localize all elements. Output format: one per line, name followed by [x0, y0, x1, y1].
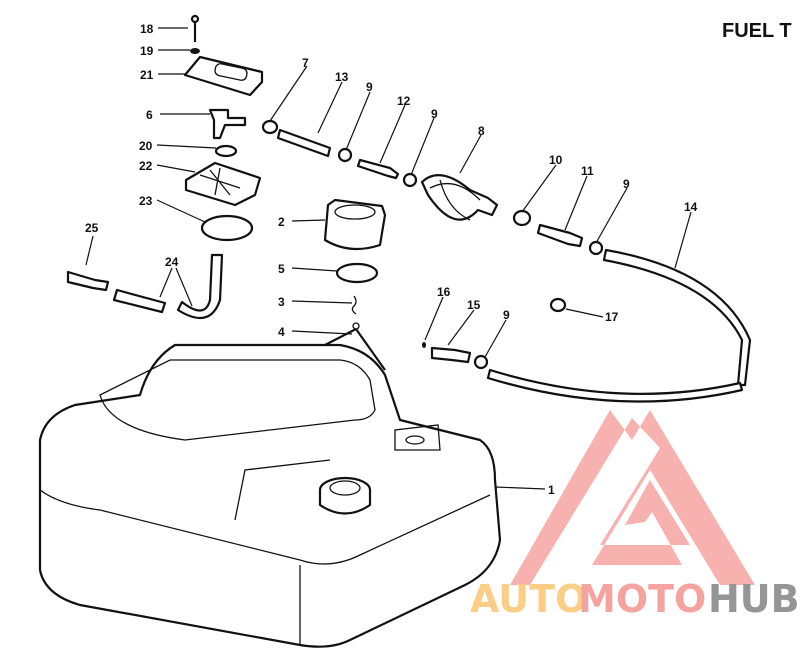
callout-9: 9: [431, 107, 438, 121]
callout-5: 5: [278, 262, 285, 276]
callout-17: 17: [605, 310, 619, 324]
diagram-title: FUEL T: [722, 20, 792, 42]
callout-18: 18: [140, 22, 154, 36]
parts: [66, 14, 752, 403]
part-1-fuel-tank: [38, 343, 502, 648]
callout-4: 4: [278, 325, 285, 339]
callout-8: 8: [478, 124, 485, 138]
callouts: 18 19 21 6 20 22 23 25 24 2 5 3 4 7 13 9…: [85, 22, 698, 497]
callout-1: 1: [548, 483, 555, 497]
callout-16: 16: [437, 285, 451, 299]
callout-22: 22: [139, 159, 153, 173]
callout-13: 13: [335, 70, 349, 84]
callout-20: 20: [139, 139, 153, 153]
callout-15: 15: [467, 298, 481, 312]
callout-23: 23: [139, 194, 153, 208]
watermark-auto: AUTO: [470, 577, 587, 621]
watermark-hub: HUB: [708, 577, 800, 621]
callout-12: 12: [397, 94, 411, 108]
automotohub-watermark-logo: AUTO MOTO HUB: [470, 410, 800, 621]
callout-25: 25: [85, 221, 99, 235]
callout-7: 7: [302, 56, 309, 70]
callout-24: 24: [165, 255, 179, 269]
callout-2: 2: [278, 215, 285, 229]
callout-9: 9: [503, 308, 510, 322]
callout-14: 14: [684, 200, 698, 214]
callout-6: 6: [146, 108, 153, 122]
callout-9: 9: [366, 80, 373, 94]
callout-9: 9: [623, 177, 630, 191]
callout-10: 10: [549, 153, 563, 167]
leader-lines: [85, 27, 692, 490]
watermark-moto: MOTO: [578, 577, 706, 621]
callout-21: 21: [140, 68, 154, 82]
callout-19: 19: [140, 44, 154, 58]
callout-3: 3: [278, 295, 285, 309]
callout-11: 11: [581, 164, 594, 178]
